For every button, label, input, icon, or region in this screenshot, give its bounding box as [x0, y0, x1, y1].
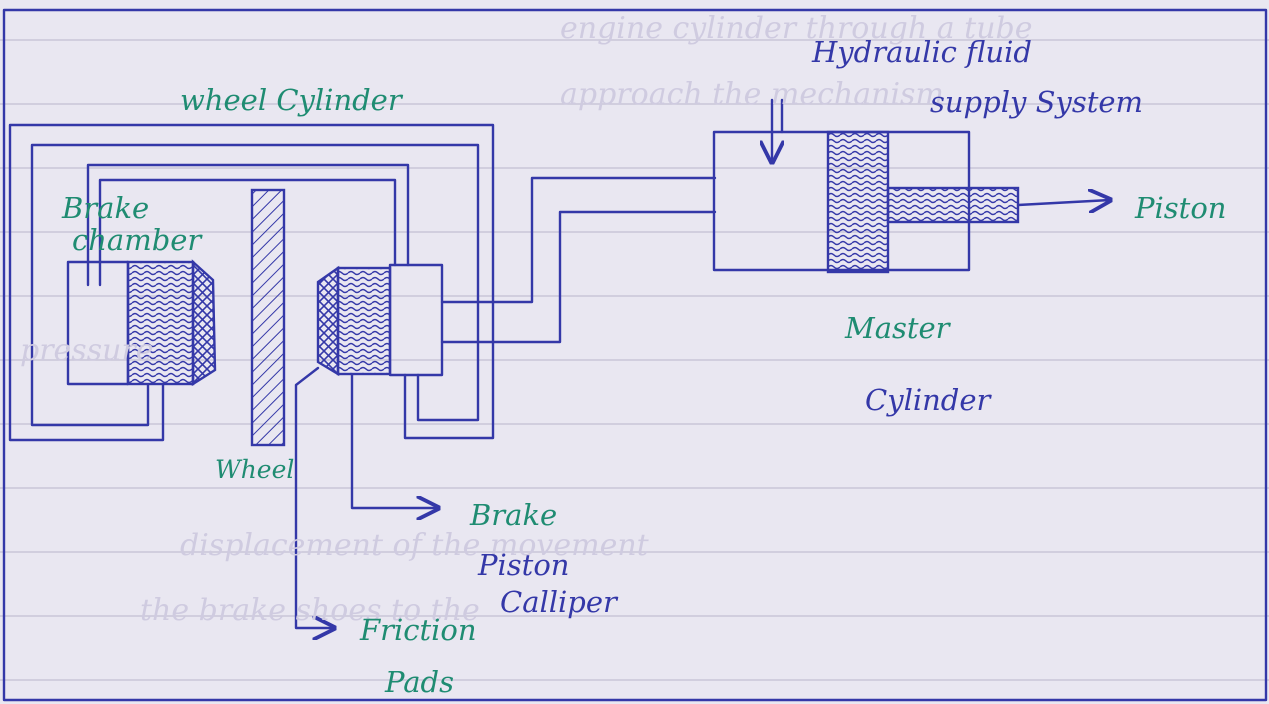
label-brake-piston-2: Piston: [477, 548, 569, 582]
svg-text:pressure: pressure: [20, 333, 154, 368]
label-hydraulic-line-1: Hydraulic fluid: [811, 35, 1032, 69]
brake-caliper: [316, 263, 444, 377]
label-brake-chamber-2: chamber: [72, 223, 203, 257]
label-master-1: Master: [844, 311, 952, 345]
svg-text:approach the mechanism: approach the mechanism: [560, 77, 944, 112]
master-piston-rod: [886, 186, 1020, 224]
label-piston: Piston: [1134, 191, 1226, 225]
master-cylinder: [712, 98, 1110, 274]
label-brake-piston-3: Calliper: [500, 585, 619, 619]
label-wheel: Wheel: [215, 455, 294, 484]
label-brake-piston-1: Brake: [469, 498, 557, 532]
brake-chamber-piston: [126, 260, 195, 386]
svg-text:displacement of the movement: displacement of the movement: [180, 528, 650, 563]
frame: [2, 8, 1268, 702]
caliper-pad: [316, 265, 340, 377]
label-wheel-cylinder: wheel Cylinder: [180, 83, 404, 117]
label-master-2: Cylinder: [865, 383, 993, 417]
wheel-cylinder-lines: [8, 123, 495, 442]
brake-chamber: [66, 259, 217, 387]
bleed-through-text: engine cylinder through a tube approach …: [20, 11, 1033, 628]
label-brake-chamber-1: Brake: [61, 191, 149, 225]
master-piston-head: [826, 130, 890, 274]
leader-lines: [294, 366, 438, 628]
wheel-disc: [250, 188, 286, 447]
caliper-piston: [336, 266, 392, 376]
label-friction-2: Pads: [384, 665, 454, 699]
svg-text:engine cylinder through a tube: engine cylinder through a tube: [560, 11, 1033, 46]
brake-chamber-pad: [191, 259, 217, 387]
svg-text:the brake shoes to the: the brake shoes to the: [140, 593, 480, 628]
label-friction-1: Friction: [359, 613, 477, 647]
hydraulic-pipe: [440, 176, 717, 344]
label-hydraulic-line-2: supply System: [930, 85, 1143, 119]
